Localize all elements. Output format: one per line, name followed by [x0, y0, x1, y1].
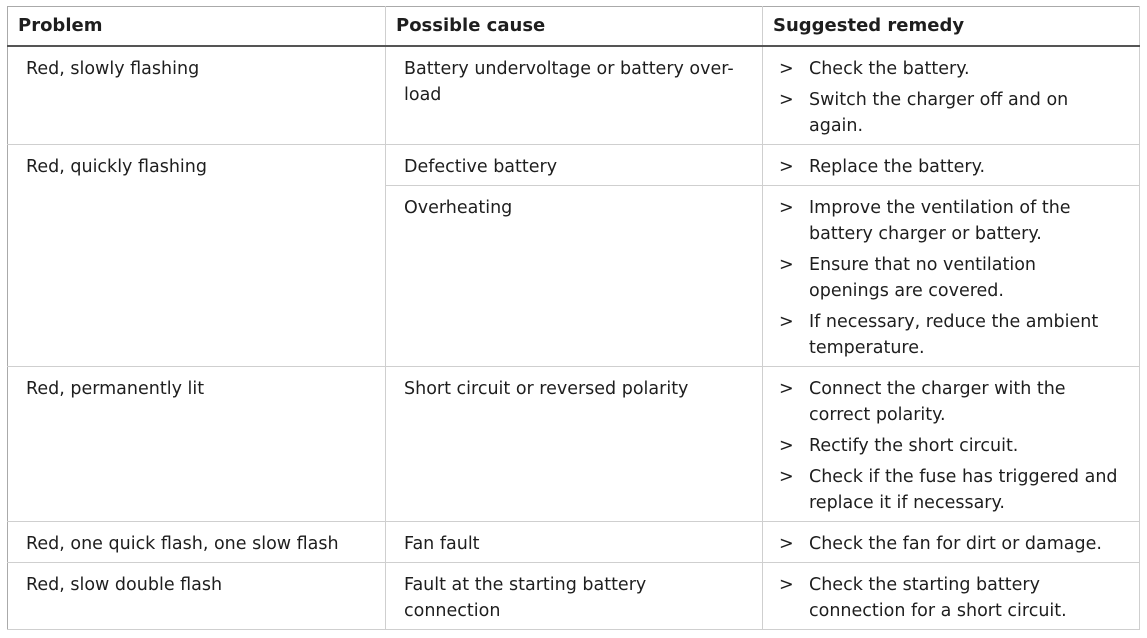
cause-cell: Overheating	[385, 184, 763, 367]
chevron-right-icon: >	[779, 311, 794, 332]
remedy-item: > Check if the fuse has triggered and rep…	[779, 464, 1121, 516]
remedy-text: Check the starting battery connection fo…	[809, 574, 1067, 621]
cause-cell: Battery undervoltage or battery over-loa…	[385, 45, 763, 145]
cause-cell: Defective battery	[385, 143, 763, 186]
remedy-text: Replace the battery.	[809, 156, 986, 177]
troubleshooting-table: Problem Possible cause Suggested remedy …	[7, 6, 1140, 630]
remedy-list: > Replace the battery.	[779, 154, 1121, 180]
remedy-cell: > Improve the ventilation of the battery …	[762, 184, 1140, 367]
chevron-right-icon: >	[779, 466, 794, 487]
remedy-item: > Check the battery.	[779, 56, 1121, 82]
remedy-item: > Check the fan for dirt or damage.	[779, 531, 1121, 557]
remedy-cell: > Check the fan for dirt or damage.	[762, 520, 1140, 563]
remedy-list: > Check the battery. > Switch the charger o…	[779, 56, 1121, 139]
remedy-list: > Check the starting battery connection f…	[779, 572, 1121, 624]
chevron-right-icon: >	[779, 197, 794, 218]
remedy-item: > Connect the charger with the correct po…	[779, 376, 1121, 428]
header-problem: Problem	[7, 6, 386, 47]
remedy-text: Check if the fuse has triggered and repl…	[809, 466, 1118, 513]
remedy-item: > Ensure that no ventilation openings are…	[779, 252, 1121, 304]
chevron-right-icon: >	[779, 574, 794, 595]
remedy-list: > Check the fan for dirt or damage.	[779, 531, 1121, 557]
chevron-right-icon: >	[779, 254, 794, 275]
remedy-text: Check the fan for dirt or damage.	[809, 533, 1102, 554]
remedy-item: > Replace the battery.	[779, 154, 1121, 180]
chevron-right-icon: >	[779, 89, 794, 110]
remedy-cell: > Replace the battery.	[762, 143, 1140, 186]
remedy-text: If necessary, reduce the ambient tempera…	[809, 311, 1099, 358]
header-row: Problem Possible cause Suggested remedy	[7, 6, 1140, 47]
header-remedy: Suggested remedy	[762, 6, 1140, 47]
remedy-list: > Improve the ventilation of the battery …	[779, 195, 1121, 361]
remedy-text: Connect the charger with the correct pol…	[809, 378, 1066, 425]
remedy-item: > Switch the charger off and on again.	[779, 87, 1121, 139]
chevron-right-icon: >	[779, 378, 794, 399]
chevron-right-icon: >	[779, 58, 794, 79]
remedy-text: Check the battery.	[809, 58, 970, 79]
chevron-right-icon: >	[779, 156, 794, 177]
problem-cell: Red, quickly flashing	[7, 143, 386, 367]
header-cause: Possible cause	[385, 6, 763, 47]
remedy-item: > Rectify the short circuit.	[779, 433, 1121, 459]
remedy-cell: > Connect the charger with the correct po…	[762, 365, 1140, 522]
cause-cell: Short circuit or reversed polarity	[385, 365, 763, 522]
problem-cell: Red, permanently lit	[7, 365, 386, 522]
problem-cell: Red, one quick flash, one slow flash	[7, 520, 386, 563]
problem-cell: Red, slowly flashing	[7, 45, 386, 145]
problem-cell: Red, slow double flash	[7, 561, 386, 630]
remedy-list: > Connect the charger with the correct po…	[779, 376, 1121, 516]
remedy-item: > Check the starting battery connection f…	[779, 572, 1121, 624]
table-row: Overheating > Improve the ventilation of t…	[8, 184, 1140, 367]
remedy-text: Switch the charger off and on again.	[809, 89, 1069, 136]
chevron-right-icon: >	[779, 435, 794, 456]
remedy-item: > Improve the ventilation of the battery …	[779, 195, 1121, 247]
chevron-right-icon: >	[779, 533, 794, 554]
cause-cell: Fault at the starting battery connection	[385, 561, 763, 630]
remedy-text: Improve the ventilation of the battery c…	[809, 197, 1071, 244]
remedy-text: Ensure that no ventilation openings are …	[809, 254, 1037, 301]
remedy-text: Rectify the short circuit.	[809, 435, 1019, 456]
remedy-cell: > Check the starting battery connection f…	[762, 561, 1140, 630]
remedy-cell: > Check the battery. > Switch the charger o…	[762, 45, 1140, 145]
remedy-item: > If necessary, reduce the ambient temper…	[779, 309, 1121, 361]
cause-cell: Fan fault	[385, 520, 763, 563]
